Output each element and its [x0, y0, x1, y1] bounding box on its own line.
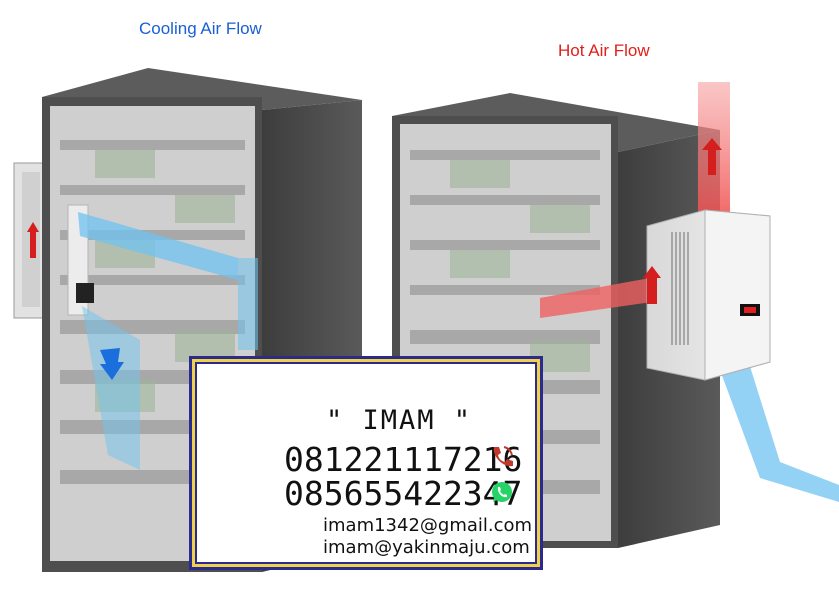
phone-number-1[interactable]: 081221117216: [284, 440, 523, 479]
contact-name: " IMAM ": [326, 405, 473, 436]
contact-card: [189, 356, 543, 570]
whatsapp-icon: [492, 482, 512, 502]
cooling-air-flow-label: Cooling Air Flow: [139, 19, 262, 38]
phone-call-icon: [493, 446, 513, 467]
email-address-1[interactable]: imam1342@gmail.com: [323, 515, 533, 536]
hot-air-flow-label: Hot Air Flow: [558, 41, 650, 60]
phone-number-2[interactable]: 085655422347: [284, 474, 523, 513]
email-address-2[interactable]: imam@yakinmaju.com: [323, 537, 530, 558]
